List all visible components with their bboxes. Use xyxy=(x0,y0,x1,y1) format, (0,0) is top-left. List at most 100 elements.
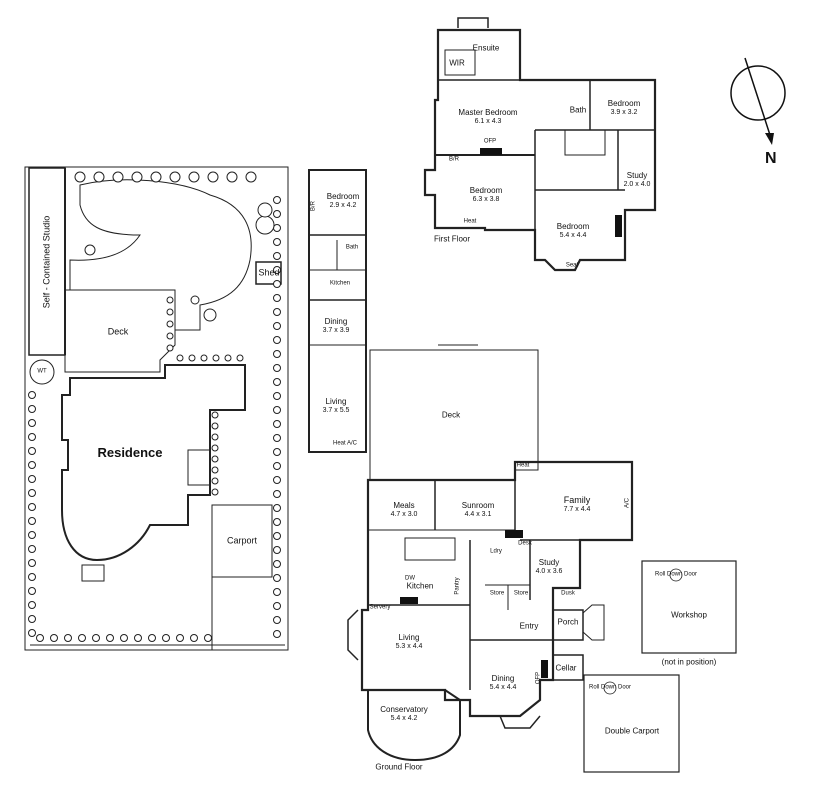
site-wt-label: WT xyxy=(37,368,47,375)
shrub xyxy=(273,518,281,526)
shrub xyxy=(112,171,124,183)
north-label: N xyxy=(765,150,777,167)
not-in-position-label: (not in position) xyxy=(661,657,717,667)
shrub xyxy=(273,588,281,596)
garden-bed xyxy=(69,179,252,331)
shrub xyxy=(273,322,281,330)
shrub xyxy=(28,517,36,525)
shrub xyxy=(273,238,281,246)
studio-plan xyxy=(308,169,367,453)
shrub xyxy=(273,420,281,428)
shrub xyxy=(28,615,36,623)
shrub xyxy=(226,171,238,183)
gf-conservatory-name: Conservatory xyxy=(380,705,428,714)
shrub xyxy=(169,171,181,183)
shrub xyxy=(273,210,281,218)
shrub xyxy=(273,448,281,456)
shrub xyxy=(224,354,232,362)
shrub xyxy=(176,354,184,362)
shrub xyxy=(273,280,281,288)
shrub xyxy=(273,602,281,610)
studio-living-dims: 3.7 x 5.5 xyxy=(322,407,350,414)
gf-desk-label: Desk xyxy=(518,540,532,547)
shrub xyxy=(273,308,281,316)
shrub xyxy=(166,308,174,316)
double-carport xyxy=(583,674,680,773)
ff-bedroom-s-name: Bedroom xyxy=(556,222,590,231)
shrub xyxy=(28,489,36,497)
carport-door-label: Roll Down Door xyxy=(588,684,632,691)
shrub xyxy=(74,171,86,183)
shrub xyxy=(273,196,281,204)
shrub xyxy=(273,294,281,302)
gf-entry-label: Entry xyxy=(519,621,539,631)
gf-store2-label: Store xyxy=(513,590,529,597)
shrub xyxy=(245,171,257,183)
studio-building xyxy=(28,167,66,356)
gf-family-name: Family xyxy=(563,495,591,505)
gf-living-dims: 5.3 x 4.4 xyxy=(395,643,423,650)
shrub xyxy=(273,490,281,498)
shrub xyxy=(50,634,58,642)
shrub xyxy=(273,630,281,638)
shrub xyxy=(120,634,128,642)
shrub xyxy=(204,634,212,642)
site-studio-label: Self - Contained Studio xyxy=(41,215,52,309)
shrub xyxy=(28,419,36,427)
studio-dining-dims: 3.7 x 3.9 xyxy=(322,327,350,334)
shrub xyxy=(148,634,156,642)
shrub xyxy=(166,332,174,340)
gf-sunroom-name: Sunroom xyxy=(461,501,495,510)
studio-br-label: B/R xyxy=(310,200,317,212)
workshop-label: Workshop xyxy=(671,610,707,620)
ff-bedroom-s-dims: 5.4 x 4.4 xyxy=(559,232,587,239)
double-carport-label: Double Carport xyxy=(604,726,660,736)
gf-kitchen-label: Kitchen xyxy=(406,581,434,591)
shrub xyxy=(106,634,114,642)
shrub xyxy=(255,215,275,235)
shrub xyxy=(273,406,281,414)
gf-sunroom-dims: 4.4 x 3.1 xyxy=(464,511,492,518)
site-plan xyxy=(24,166,289,651)
gf-ofp-label: OFP xyxy=(535,671,542,685)
gf-porch xyxy=(552,609,584,641)
gf-study-dims: 4.0 x 3.6 xyxy=(535,568,563,575)
ff-title: First Floor xyxy=(434,234,470,244)
workshop-door-label: Roll Down Door xyxy=(654,571,698,578)
shrub xyxy=(200,354,208,362)
shrub xyxy=(28,405,36,413)
shrub xyxy=(211,411,219,419)
shrub xyxy=(212,354,220,362)
shrub xyxy=(92,634,100,642)
shrub xyxy=(150,171,162,183)
shrub xyxy=(188,171,200,183)
studio-bedroom-dims: 2.9 x 4.2 xyxy=(329,202,357,209)
shrub xyxy=(211,444,219,452)
studio-heat-ac-label: Heat A/C xyxy=(332,440,358,447)
shrub xyxy=(273,504,281,512)
shrub xyxy=(273,476,281,484)
gf-servery-label: Servery xyxy=(369,604,391,611)
shrub xyxy=(188,354,196,362)
site-deck-label: Deck xyxy=(107,326,129,337)
garden-shrubs xyxy=(28,171,281,642)
shrub xyxy=(28,573,36,581)
shrub xyxy=(273,616,281,624)
studio-bath-label: Bath xyxy=(345,244,359,251)
shrub xyxy=(28,503,36,511)
shrub xyxy=(28,447,36,455)
shrub xyxy=(162,634,170,642)
shed xyxy=(255,261,282,285)
gf-ldry-label: Ldry xyxy=(490,548,502,555)
shrub xyxy=(211,466,219,474)
